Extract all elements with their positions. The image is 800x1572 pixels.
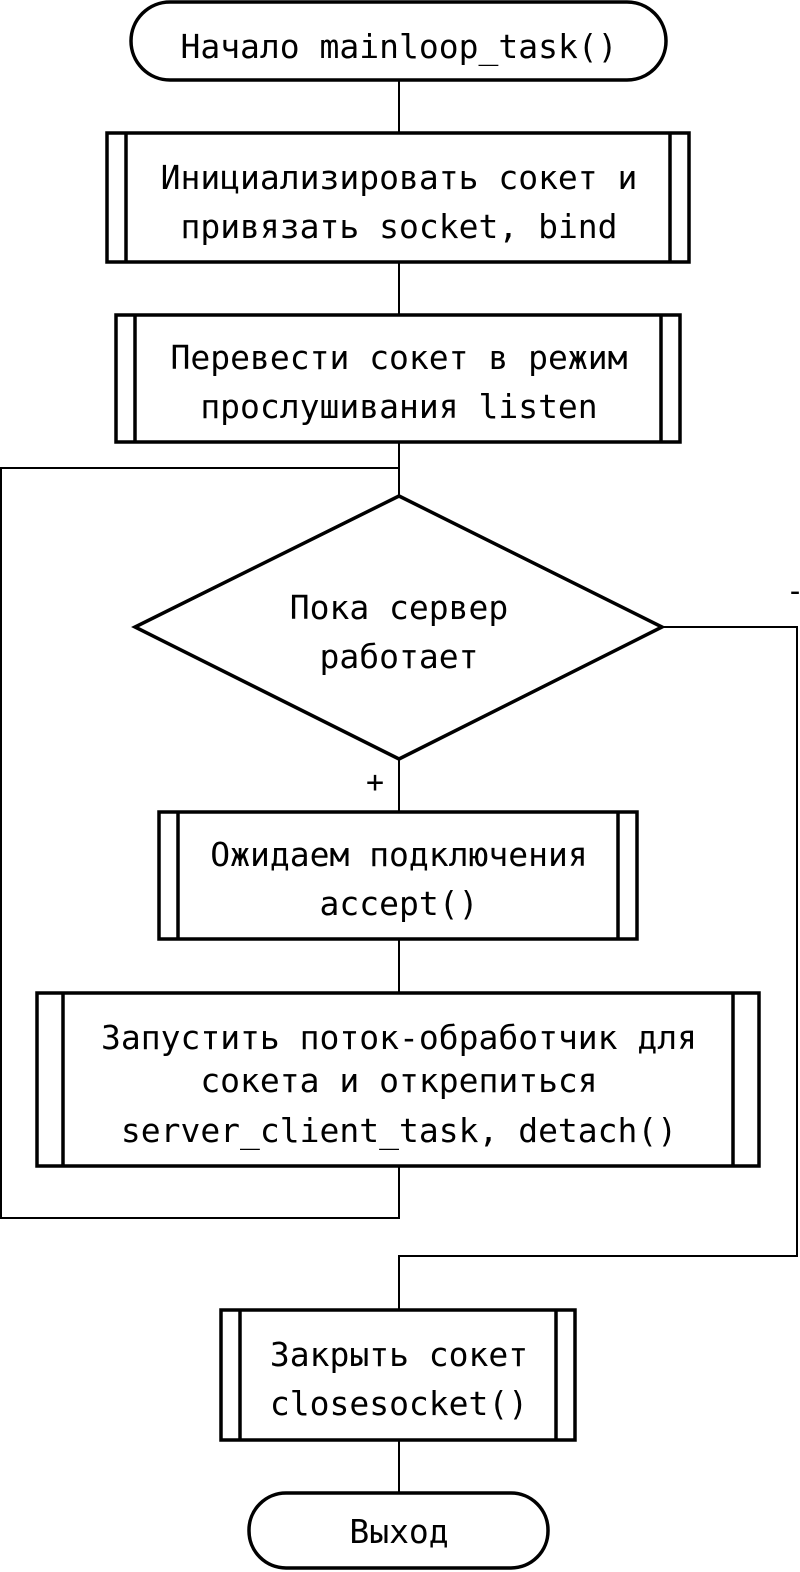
listen-label-line2: прослушивания listen [200, 387, 597, 426]
exit-branch-connector [398, 626, 798, 1310]
close-socket-label-line1: Закрыть сокет [270, 1335, 528, 1374]
yes-branch-marker: + [366, 765, 384, 800]
listen-process: Перевести сокет в режим прослушивания li… [114, 313, 682, 444]
loop-back-connector [0, 467, 400, 1219]
condition-label-line2: работает [320, 637, 479, 676]
close-socket-label-line2: closesocket() [270, 1384, 528, 1423]
start-label: Начало mainloop_task() [180, 27, 617, 67]
end-label: Выход [349, 1512, 448, 1551]
init-socket-label-line2: привязать socket, bind [180, 207, 617, 246]
end-terminator: Выход [247, 1491, 550, 1570]
init-socket-process: Инициализировать сокет и привязать socke… [105, 131, 691, 264]
no-branch-marker: - [786, 574, 800, 609]
init-socket-label-line1: Инициализировать сокет и [161, 158, 638, 197]
listen-label-line1: Перевести сокет в режим [171, 338, 628, 377]
close-socket-process: Закрыть сокет closesocket() [219, 1308, 577, 1442]
accept-label-line2: accept() [320, 884, 479, 923]
connectors [0, 80, 798, 1493]
accept-process: Ожидаем подключения accept() [157, 810, 639, 941]
spawn-thread-process: Запустить поток-обработчик для сокета и … [35, 991, 761, 1168]
spawn-label-line1: Запустить поток-обработчик для [101, 1018, 697, 1057]
loop-condition-decision: Пока сервер работает [131, 494, 666, 761]
condition-label-line1: Пока сервер [290, 588, 509, 627]
spawn-label-line2: сокета и открепиться [200, 1061, 597, 1100]
start-terminator: Начало mainloop_task() [129, 0, 668, 82]
spawn-label-line3: server_client_task, detach() [121, 1111, 677, 1151]
accept-label-line1: Ожидаем подключения [210, 835, 588, 874]
